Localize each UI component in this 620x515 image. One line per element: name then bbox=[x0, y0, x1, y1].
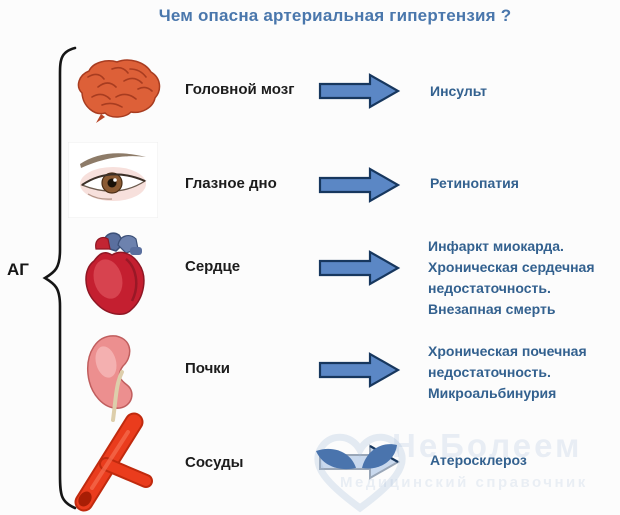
organ-label-eye: Глазное дно bbox=[185, 175, 277, 192]
organ-label-kidney: Почки bbox=[185, 360, 231, 377]
brain-icon bbox=[77, 59, 161, 123]
arrow-right-icon bbox=[318, 250, 401, 286]
watermark-title: НеБолеем bbox=[392, 427, 583, 464]
outcome-kidney: Хроническая почечная недостаточность. Ми… bbox=[428, 343, 587, 401]
outcome-heart: Инфаркт миокарда. Хроническая сердечная … bbox=[428, 238, 595, 317]
watermark-subtitle: Медицинский справочник bbox=[340, 474, 588, 491]
outcome-vessels: Атеросклероз bbox=[430, 452, 527, 468]
organ-label-brain: Головной мозг bbox=[185, 81, 295, 98]
arrow-right-icon bbox=[318, 352, 401, 388]
hypertension-abbrev-label: АГ bbox=[7, 260, 29, 279]
eye-icon bbox=[68, 142, 158, 218]
organ-label-heart: Сердце bbox=[185, 258, 241, 275]
page-title: Чем опасна артериальная гипертензия ? bbox=[158, 6, 512, 25]
watermark-heart-leaves-logo bbox=[314, 433, 406, 513]
kidney-icon bbox=[87, 335, 133, 422]
arrow-right-icon bbox=[318, 167, 401, 203]
vessel-icon bbox=[74, 412, 153, 512]
heart-icon bbox=[85, 232, 145, 315]
outcome-eye: Ретинопатия bbox=[430, 175, 519, 191]
arrow-right-icon bbox=[318, 73, 401, 109]
organ-label-vessels: Сосуды bbox=[185, 454, 244, 471]
outcome-brain: Инсульт bbox=[430, 83, 488, 99]
curly-brace bbox=[42, 46, 77, 510]
